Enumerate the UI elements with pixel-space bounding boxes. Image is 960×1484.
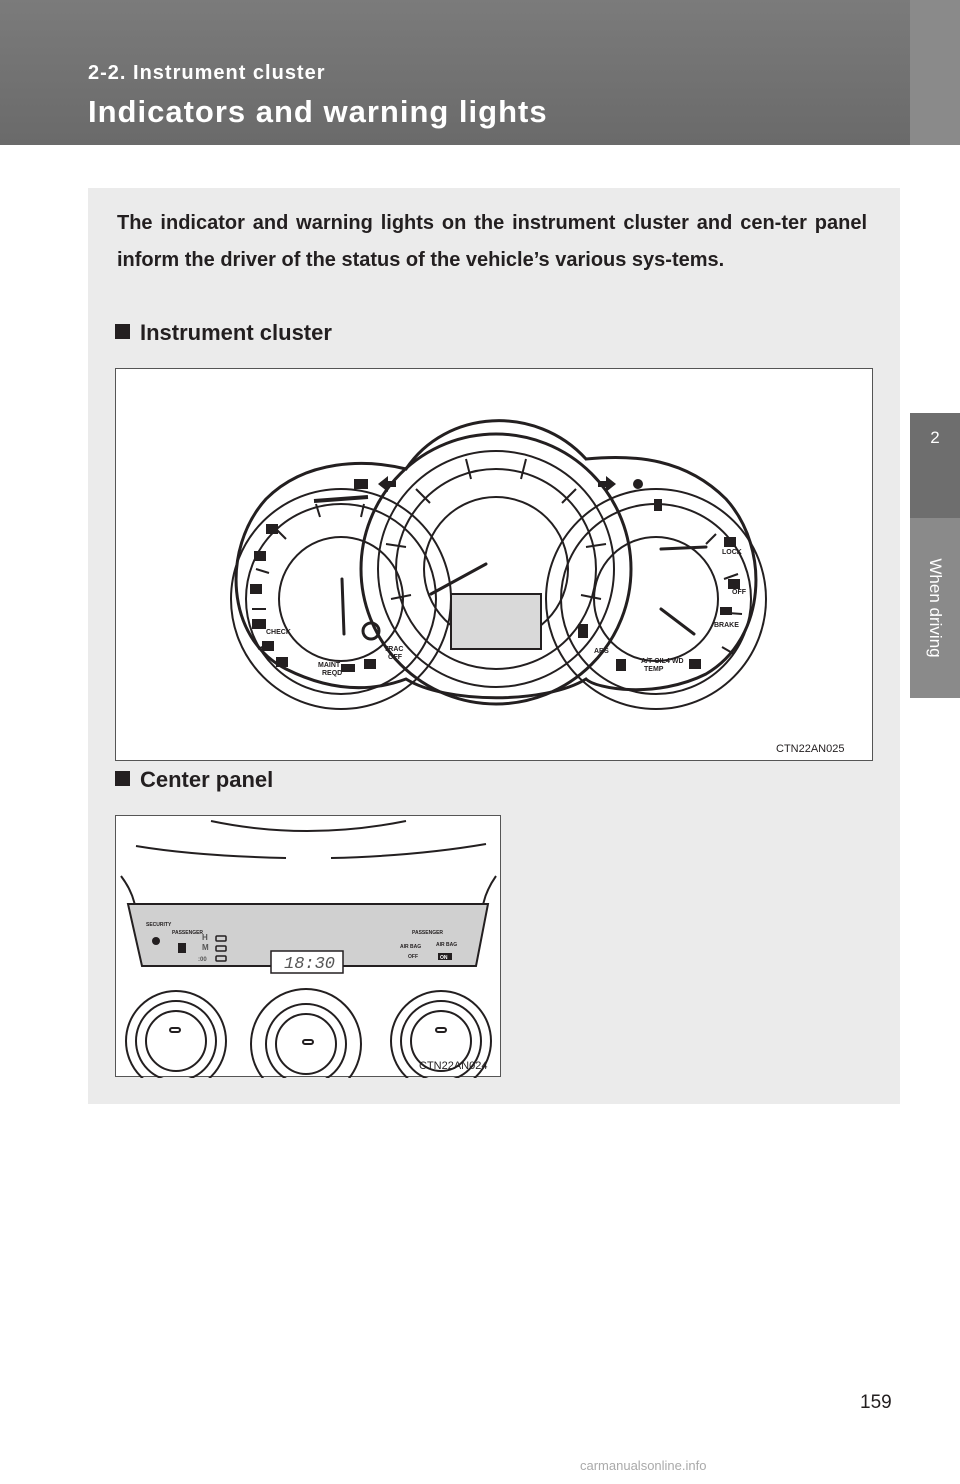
page-number: 159 [860, 1392, 892, 1413]
on-label: ON [440, 955, 448, 961]
4wd-label: 4 WD [666, 658, 684, 665]
airbag-off-label: AIR BAG [400, 944, 421, 950]
heading-text: Instrument cluster [140, 320, 332, 345]
chapter-number-tab[interactable]: 2 [910, 413, 960, 518]
check-label: CHECK [266, 629, 291, 636]
chapter-tab-label: When driving [926, 558, 945, 658]
instrument-cluster-figure: CHECK MAINT REQD TRAC OFF ABS A/T OIL TE… [115, 368, 873, 761]
footer-watermark: carmanualsonline.info [580, 1458, 707, 1473]
center-panel-figure: SECURITY PASSENGER H M :00 18:30 PASSENG… [115, 815, 501, 1078]
brake-label: BRAKE [714, 622, 739, 629]
maint-label: MAINT [318, 662, 341, 669]
trac-label: TRAC [384, 646, 403, 653]
passenger-airbag-label: PASSENGER [412, 930, 443, 936]
abs-label: ABS [594, 648, 609, 655]
heading-instrument-cluster: Instrument cluster [115, 320, 332, 346]
lock-label: LOCK [722, 549, 742, 556]
passenger-label: PASSENGER [172, 930, 203, 936]
reqd-label: REQD [322, 670, 342, 677]
section-label: 2-2. Instrument cluster [88, 62, 326, 84]
figure-code: CTN22AN024 [419, 1060, 488, 1072]
header-bar [0, 0, 960, 145]
clock-display: 18:30 [284, 955, 335, 974]
page-title: Indicators and warning lights [88, 94, 548, 129]
at-oil-label: A/T OIL [641, 658, 667, 665]
figure-code: CTN22AN025 [776, 743, 845, 755]
square-bullet-icon [115, 324, 130, 339]
heading-text: Center panel [140, 767, 274, 792]
off-label: OFF [408, 954, 418, 960]
off-label: OFF [732, 589, 747, 596]
h-label: H [202, 933, 208, 942]
heading-center-panel: Center panel [115, 767, 273, 793]
side-tab-top [910, 0, 960, 145]
square-bullet-icon [115, 771, 130, 786]
airbag-on-label: AIR BAG [436, 942, 457, 948]
m-label: M [202, 943, 209, 952]
instrument-cluster-illustration: CHECK MAINT REQD TRAC OFF ABS A/T OIL TE… [230, 419, 767, 710]
intro-paragraph: The indicator and warning lights on the … [117, 212, 867, 271]
center-panel-illustration: SECURITY PASSENGER H M :00 18:30 PASSENG… [120, 820, 497, 1078]
trac-off-label: OFF [388, 654, 403, 661]
chapter-tab[interactable] [910, 518, 960, 698]
zero-label: :00 [198, 957, 207, 963]
temp-label: TEMP [644, 666, 664, 673]
security-label: SECURITY [146, 922, 172, 928]
